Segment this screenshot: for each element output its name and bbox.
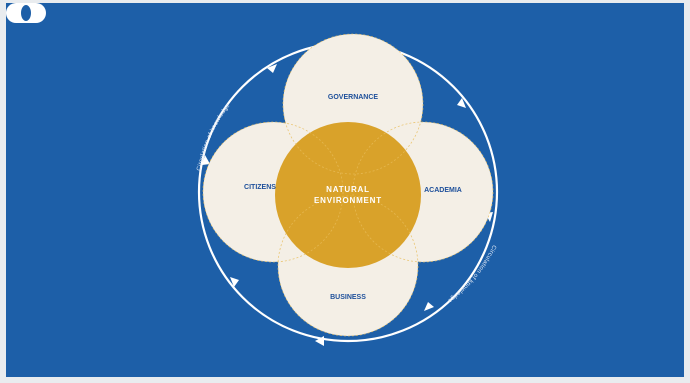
center-natural-environment: [275, 122, 421, 268]
arrow-bottom-icon: [315, 336, 324, 346]
label-governance: GOVERNANCE: [328, 94, 379, 101]
arrow-left-icon: [202, 155, 210, 165]
center-label-line2: ENVIRONMENT: [314, 196, 382, 205]
label-academia: ACADEMIA: [424, 187, 462, 194]
arrow-lower-right-icon: [424, 302, 434, 311]
center-label-line1: NATURAL: [326, 185, 370, 194]
circle-pair-logo-icon: [6, 3, 46, 23]
arrow-upper-left-icon: [267, 64, 277, 73]
diagram-slide: Circulation of knowledge Circulation of …: [6, 3, 684, 377]
arrow-lower-left-icon: [230, 277, 239, 287]
label-citizens: CITIZENS: [244, 184, 276, 191]
overlap-outlines: [202, 33, 494, 337]
ecosystem-diagram: Circulation of knowledge Circulation of …: [197, 33, 499, 346]
label-business: BUSINESS: [330, 294, 366, 301]
arrow-upper-right-icon: [457, 98, 466, 108]
